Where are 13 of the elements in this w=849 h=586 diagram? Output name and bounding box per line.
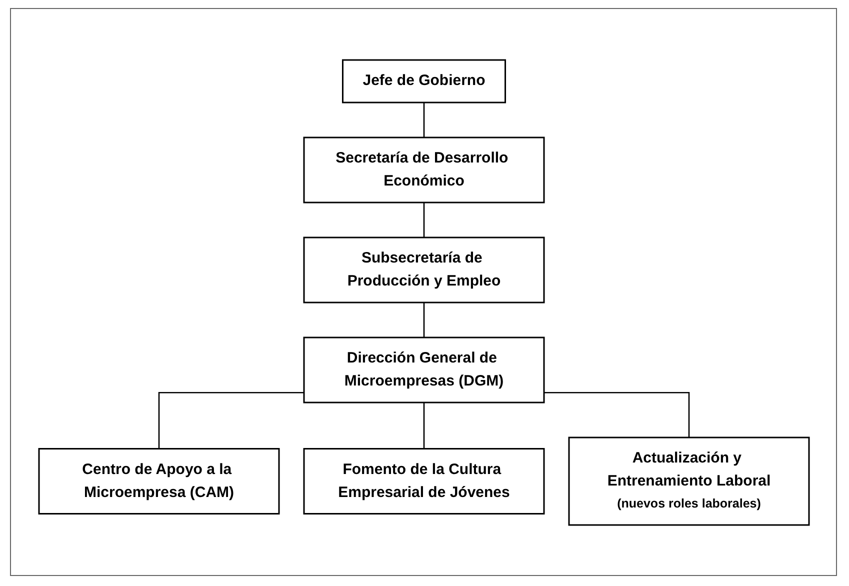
connector [422,201,424,237]
connector [422,101,424,137]
node-box: Secretaría de Desarrollo Económico [302,136,544,203]
node-box: Dirección General de Microempresas (DGM) [302,336,544,403]
node-box: Subsecretaría de Producción y Empleo [302,236,544,303]
node-box: Actualización y Entrenamiento Laboral (nuevos roles laborales) [568,436,810,526]
connector [422,301,424,337]
node-box: Fomento de la Cultura Empresarial de Jóvenes [302,448,544,514]
connector [544,392,690,437]
node-box: Centro de Apoyo a la Microempresa (CAM) [38,448,280,514]
connector [158,392,304,448]
connector [422,401,424,448]
node-box: Jefe de Gobierno [341,58,506,103]
